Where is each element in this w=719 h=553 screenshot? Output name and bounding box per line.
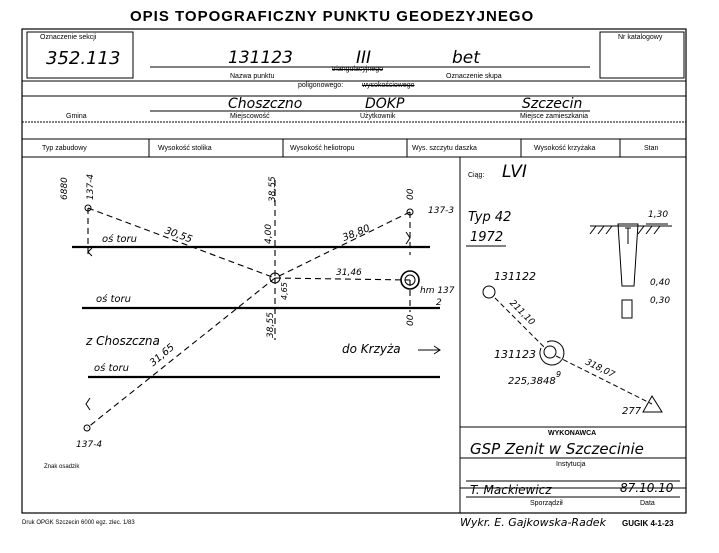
sketch-label: do Krzyża: [342, 342, 401, 356]
monument-type: Typ 42: [468, 210, 512, 225]
column-header: Wys. szczytu daszka: [412, 145, 477, 152]
dim-label: 1,30: [648, 210, 669, 220]
name-label: Nazwa punktu: [230, 73, 275, 80]
traverse-point: 131122: [494, 270, 536, 283]
author-label: Sporządził: [530, 500, 563, 507]
sketch-label: 00: [406, 314, 416, 326]
column-header: Wysokość stolika: [158, 145, 212, 152]
traverse-point: 277: [622, 406, 642, 417]
sketch-label: 137-4: [86, 173, 96, 200]
sketch-label: 2: [436, 298, 442, 308]
date-label: Data: [640, 500, 655, 507]
sketch-label: oś toru: [96, 294, 131, 305]
column-header: Stan: [644, 145, 659, 152]
document-date: 87.10.10: [620, 481, 674, 495]
residence-value: Szczecin: [522, 96, 583, 112]
point-name: 131123: [228, 48, 293, 68]
author-name: T. Mackiewicz: [470, 483, 552, 497]
section-label: Oznaczenie sekcji: [40, 34, 97, 41]
locality-label: Miejscowość: [230, 113, 270, 120]
print-info: Druk OPGK Szczecin 6000 egz. zlec. 1/83: [22, 520, 135, 526]
institution-label: Instytucja: [556, 461, 586, 468]
post-label: Oznaczenie słupa: [446, 73, 502, 80]
traverse-angle: 225,3848: [508, 376, 556, 387]
sketch-label: oś toru: [102, 234, 137, 245]
contractor-label: WYKONAWCA: [548, 430, 597, 437]
sketch-label: 4,00: [264, 223, 274, 244]
point-type-struck: triangulacyjnego: [332, 66, 383, 73]
dim-label: 0,40: [650, 278, 671, 288]
municipality-value: Choszczno: [228, 96, 303, 112]
dim-label: 0,30: [650, 296, 671, 306]
sketch-label: hm 137: [420, 286, 455, 296]
column-header: Wysokość heliotropu: [290, 145, 355, 152]
traverse-point: 131123: [494, 348, 536, 361]
sketch-label: 38,55: [268, 176, 278, 202]
sketch-label: 137-4: [76, 440, 103, 450]
column-header: Wysokość krzyżaka: [534, 145, 596, 152]
monument-year: 1972: [470, 230, 504, 245]
point-order: III: [356, 48, 372, 68]
section-value: 352.113: [46, 48, 121, 69]
column-header: Typ zabudowy: [42, 145, 87, 152]
traverse-label: Ciąg:: [468, 172, 485, 179]
point-type-struck-2: wysokościowego: [362, 82, 415, 89]
sketch-label: 00: [406, 188, 416, 200]
residence-label: Miejsce zamieszkania: [520, 113, 589, 120]
post-marking: bet: [452, 48, 480, 68]
catalog-label: Nr katalogowy: [618, 34, 663, 41]
sketch-label: 38,55: [266, 312, 276, 338]
form-code: GUGIK 4-1-23: [622, 519, 674, 528]
form-title: OPIS TOPOGRAFICZNY PUNKTU GEODEZYJNEGO: [130, 8, 535, 25]
sketch-label: oś toru: [94, 363, 129, 374]
sketch-label: 137-3: [428, 206, 455, 216]
sketch-label: 6880: [60, 177, 70, 200]
sketch-label: 31,46: [336, 268, 362, 278]
sketch-label: z Choszczna: [86, 334, 160, 348]
user-value: DOKP: [365, 96, 405, 112]
sketch-label: 4,65: [280, 282, 289, 300]
user-label: Użytkownik: [360, 113, 396, 120]
drawn-by: Wykr. E. Gajkowska-Radek: [460, 516, 606, 529]
contractor-name: GSP Zenit w Szczecinie: [470, 440, 644, 458]
traverse-value: LVI: [502, 162, 527, 182]
polygon-label: poligonowego:: [298, 82, 344, 89]
traverse-angle-sup: 9: [556, 370, 562, 379]
sketch-label: Znak osadzik: [44, 464, 80, 470]
municipality-label: Gmina: [66, 113, 87, 120]
